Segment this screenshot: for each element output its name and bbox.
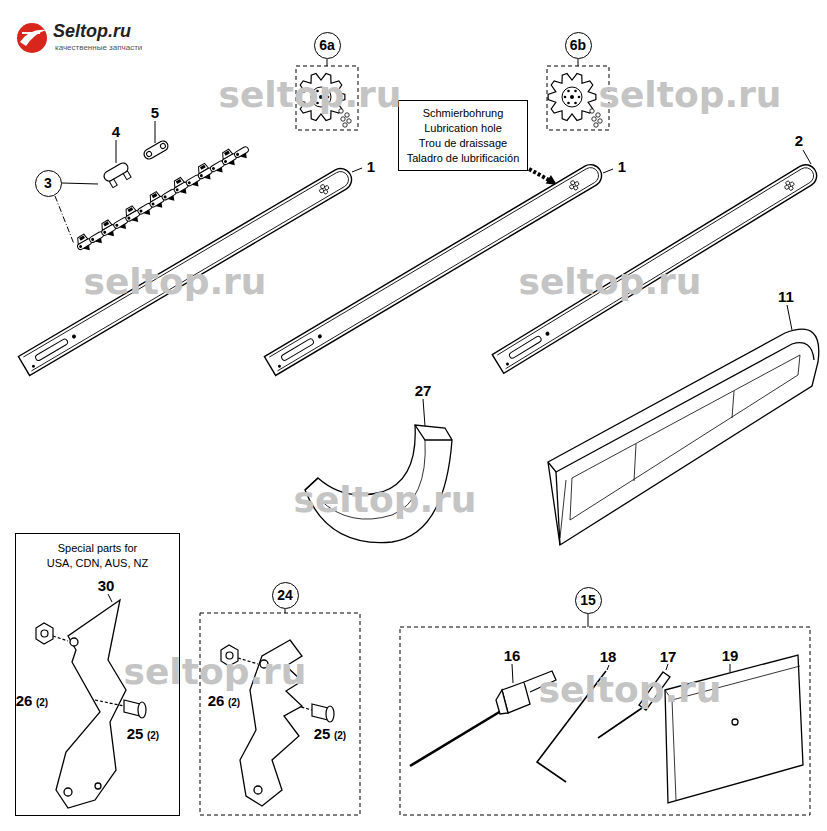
callout-number: 11 <box>778 289 794 304</box>
callout-number: 17 <box>660 649 677 664</box>
bar-cover <box>548 329 819 545</box>
dashed-group-box <box>400 627 810 815</box>
guide-bar <box>492 161 820 374</box>
callout-circle: 6a <box>314 32 341 59</box>
lubrication-arrow <box>529 169 557 185</box>
saw-chain <box>73 141 252 255</box>
watermark: seltop.ru <box>294 482 477 518</box>
watermark: seltop.ru <box>539 672 722 708</box>
callout-number: 6b <box>570 38 586 52</box>
callout-number: 4 <box>112 124 120 139</box>
callout-number: 24 <box>277 588 293 602</box>
quantity-note: (2) <box>228 698 240 708</box>
callout-number: 2 <box>795 133 803 148</box>
note-box: SchmierbohrungLubrication holeTrou de dr… <box>398 100 528 171</box>
note-text: Special parts for USA, CDN, AUS, NZ <box>45 541 150 571</box>
callout-number: 15 <box>580 593 596 607</box>
note-text: Trou de draissage <box>419 136 507 151</box>
callout-number: 25 <box>314 726 331 741</box>
logo-text: Seltop.ru <box>53 22 131 40</box>
callout-circle: 15 <box>575 587 602 614</box>
chain-link <box>102 161 133 189</box>
watermark: seltop.ru <box>599 77 782 113</box>
guide-bar <box>18 165 355 376</box>
callout-number: 5 <box>151 105 159 120</box>
note-text: Taladro de lubrificación <box>407 151 520 166</box>
callout-number: 26 <box>16 693 33 708</box>
watermark: seltop.ru <box>84 264 267 300</box>
callout-number: 19 <box>722 648 739 663</box>
callout-number: 27 <box>415 383 432 398</box>
dashed-group-box <box>200 613 360 815</box>
watermark: seltop.ru <box>219 77 402 113</box>
logo-emblem <box>17 23 47 53</box>
watermark: seltop.ru <box>519 264 702 300</box>
callout-number: 6a <box>319 38 335 52</box>
callout-number: 30 <box>98 578 115 593</box>
callout-circle: 24 <box>272 582 299 609</box>
note-text: Lubrication hole <box>424 121 502 136</box>
callout-number: 1 <box>367 159 375 174</box>
callout-circle: 6b <box>565 32 592 59</box>
quantity-note: (2) <box>36 698 48 708</box>
watermark: seltop.ru <box>124 654 307 690</box>
combination-wrench <box>410 671 556 766</box>
note-text: Schmierbohrung <box>423 106 504 121</box>
spike-plate <box>56 600 126 808</box>
callout-number: 26 <box>208 693 225 708</box>
quantity-note: (2) <box>334 731 346 741</box>
sprocket <box>548 74 602 128</box>
callout-number: 18 <box>600 649 617 664</box>
callout-number: 25 <box>127 726 144 741</box>
callout-circle: 3 <box>35 170 62 197</box>
quantity-note: (2) <box>147 731 159 741</box>
callout-number: 1 <box>618 159 626 174</box>
chain-link <box>142 139 170 161</box>
callout-number: 16 <box>504 648 521 663</box>
leader-lines <box>55 59 811 683</box>
logo-tagline: качественные запчасти <box>55 44 142 52</box>
callout-number: 3 <box>44 176 52 190</box>
